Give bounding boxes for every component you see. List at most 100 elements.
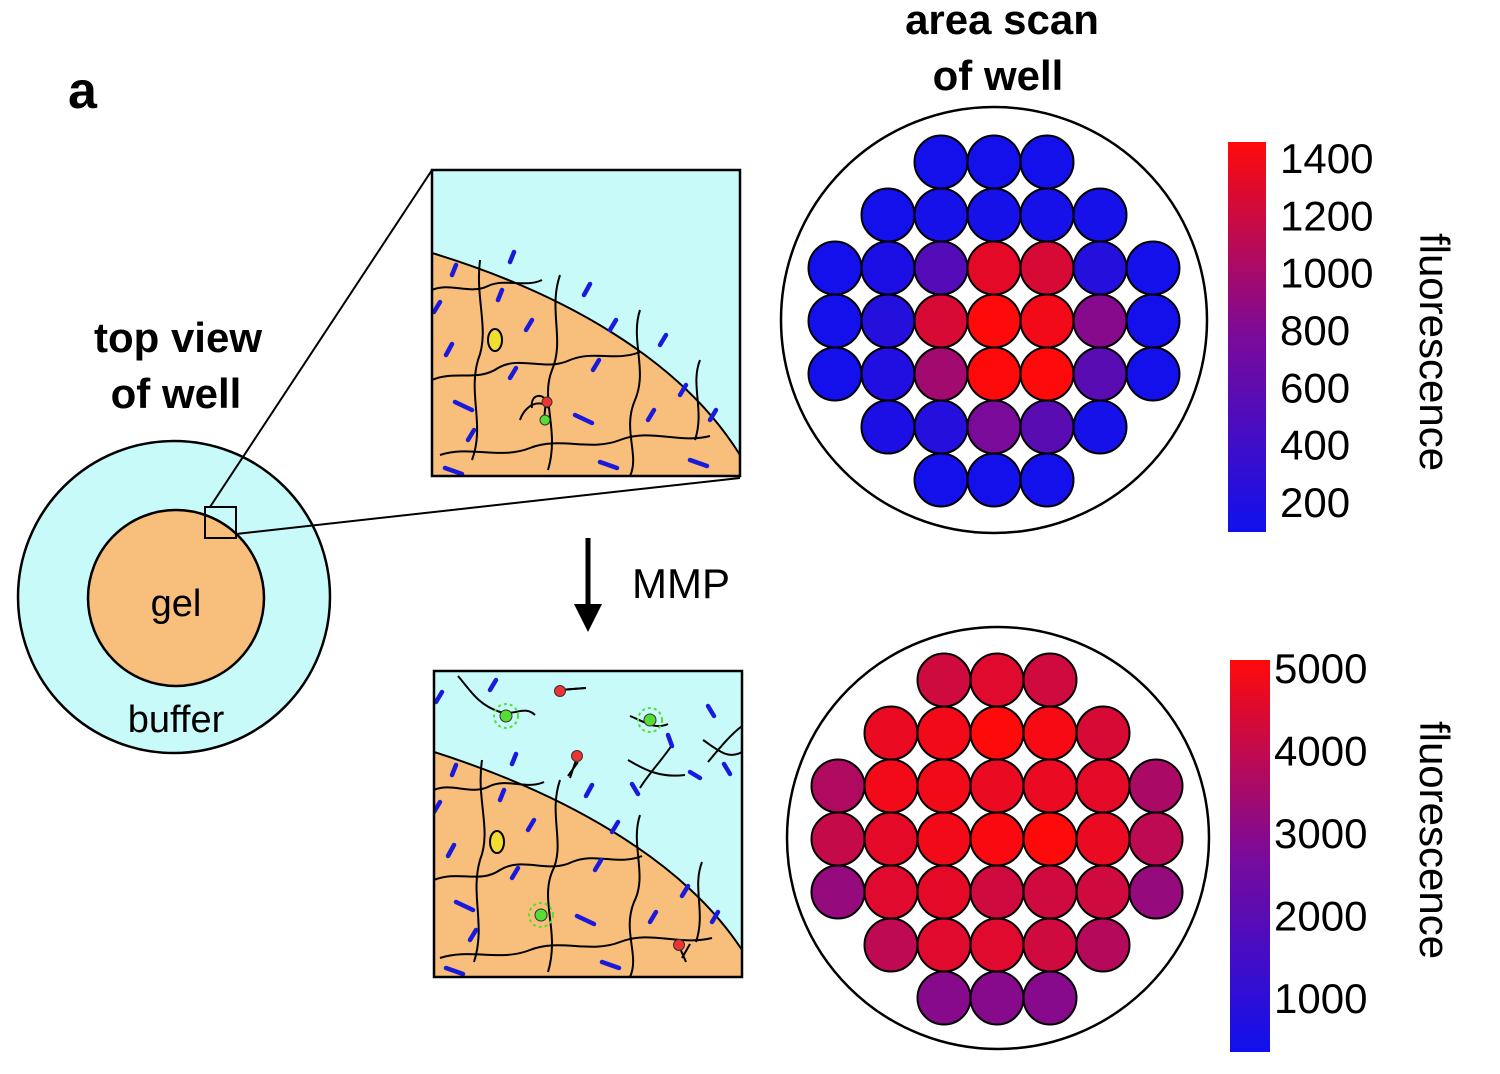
colorbar-top-tick-label: 1200 (1280, 192, 1373, 239)
scan-before-cell (1019, 399, 1075, 455)
colorbar-bottom (1230, 660, 1270, 1052)
scan-before-cell (807, 346, 863, 402)
panel-label: a (68, 62, 98, 120)
scan-after-cell (969, 705, 1025, 761)
cleaved-dye-2 (637, 707, 663, 733)
scan-after-cell (969, 917, 1025, 973)
zoom-panel-after (432, 669, 744, 979)
scan-after-cell (916, 917, 972, 973)
scan-before-cell (1019, 452, 1075, 508)
scan-before-cell (1125, 346, 1181, 402)
scan-before-cell (1072, 346, 1128, 402)
zoom-region-marker (204, 506, 237, 539)
scan-after-cell (1022, 864, 1078, 920)
top-view-title-line1: top view (94, 314, 262, 361)
scan-before-cell (860, 399, 916, 455)
gel-label: gel (151, 583, 202, 625)
scan-before-cell (913, 240, 969, 296)
scan-before-cell (1019, 240, 1075, 296)
scan-after-cell (863, 917, 919, 973)
scan-before-cell (966, 134, 1022, 190)
scan-before-cell (913, 399, 969, 455)
scan-before-cell (1072, 293, 1128, 349)
scan-after-cell (969, 970, 1025, 1026)
scan-before-cell (913, 134, 969, 190)
top-view-title: top view of well (94, 314, 262, 417)
colorbar-bottom-tick-label: 1000 (1274, 975, 1367, 1022)
scan-after-cell (810, 811, 866, 867)
scan-after-cell (969, 811, 1025, 867)
scan-after-cell (1128, 864, 1184, 920)
scan-after-cell (863, 811, 919, 867)
area-scan-title-line2: of well (933, 52, 1064, 99)
scan-before-cell (966, 293, 1022, 349)
scan-after-cell (1075, 811, 1131, 867)
scan-before-cell (807, 240, 863, 296)
mmp-label: MMP (632, 560, 730, 607)
scan-after-cell (863, 705, 919, 761)
scan-grid-after (810, 652, 1184, 1026)
scan-before-cell (860, 346, 916, 402)
mmp-arrow (574, 538, 602, 632)
colorbar-top-tick-label: 600 (1280, 364, 1350, 411)
colorbar-top (1228, 142, 1266, 532)
colorbar-bottom-tick-label: 3000 (1274, 810, 1367, 857)
area-scan-title-line1: area scan (905, 0, 1099, 43)
scan-before-cell (966, 399, 1022, 455)
zoom-line-upper (209, 169, 433, 508)
zoom-line-lower (235, 477, 741, 535)
scan-after-cell (916, 811, 972, 867)
colorbar-bottom-tick-label: 5000 (1274, 645, 1367, 692)
buffer-label: buffer (128, 699, 225, 741)
scan-before-cell (913, 187, 969, 243)
scan-after-cell (1075, 917, 1131, 973)
gel-region-before (432, 251, 740, 476)
scan-after-cell (1128, 811, 1184, 867)
scan-before-cell (1072, 399, 1128, 455)
released-quencher-3 (673, 939, 687, 963)
scan-before-cell (1019, 187, 1075, 243)
scan-before-cell (966, 240, 1022, 296)
scan-before-cell (966, 346, 1022, 402)
scan-after-cell (1022, 917, 1078, 973)
scan-after-cell (916, 705, 972, 761)
colorbar-bottom-label: fluorescence (1411, 721, 1458, 959)
cell-after (489, 830, 505, 854)
scan-before-cell (1125, 240, 1181, 296)
scan-after-cell (1022, 705, 1078, 761)
scan-after-cell (1075, 758, 1131, 814)
scan-after-cell (1022, 811, 1078, 867)
scan-before-cell (1019, 293, 1075, 349)
cleaved-dye-1 (493, 703, 519, 729)
crosslinks-after (434, 677, 733, 977)
probe-quencher-before (541, 396, 553, 408)
scan-before-cell (860, 187, 916, 243)
scan-before-cell (966, 452, 1022, 508)
scan-after-cell (810, 758, 866, 814)
scan-after-cell (1075, 705, 1131, 761)
scan-before-cell (913, 452, 969, 508)
scan-after-cell (969, 652, 1025, 708)
scan-after-cell (916, 970, 972, 1026)
scan-before-cell (913, 293, 969, 349)
top-view-title-line2: of well (111, 370, 242, 417)
well-gel-circle (86, 508, 266, 688)
colorbar-top-tick-label: 1000 (1280, 250, 1373, 297)
cleaved-dye-3 (528, 902, 554, 928)
colorbar-top-tick-label: 400 (1280, 422, 1350, 469)
scan-after-cell (1022, 970, 1078, 1026)
scan-before-cell (1072, 240, 1128, 296)
gel-region-after (434, 750, 742, 977)
scan-after-cell (810, 864, 866, 920)
scan-after-cell (916, 864, 972, 920)
scan-after-cell (969, 758, 1025, 814)
scan-before-cell (913, 346, 969, 402)
scan-before-cell (860, 240, 916, 296)
released-quencher-1 (554, 685, 587, 697)
crosslinks-before (432, 249, 719, 476)
probe-dye-before (539, 414, 551, 426)
scan-before-cell (1019, 134, 1075, 190)
scan-before-cell (966, 187, 1022, 243)
